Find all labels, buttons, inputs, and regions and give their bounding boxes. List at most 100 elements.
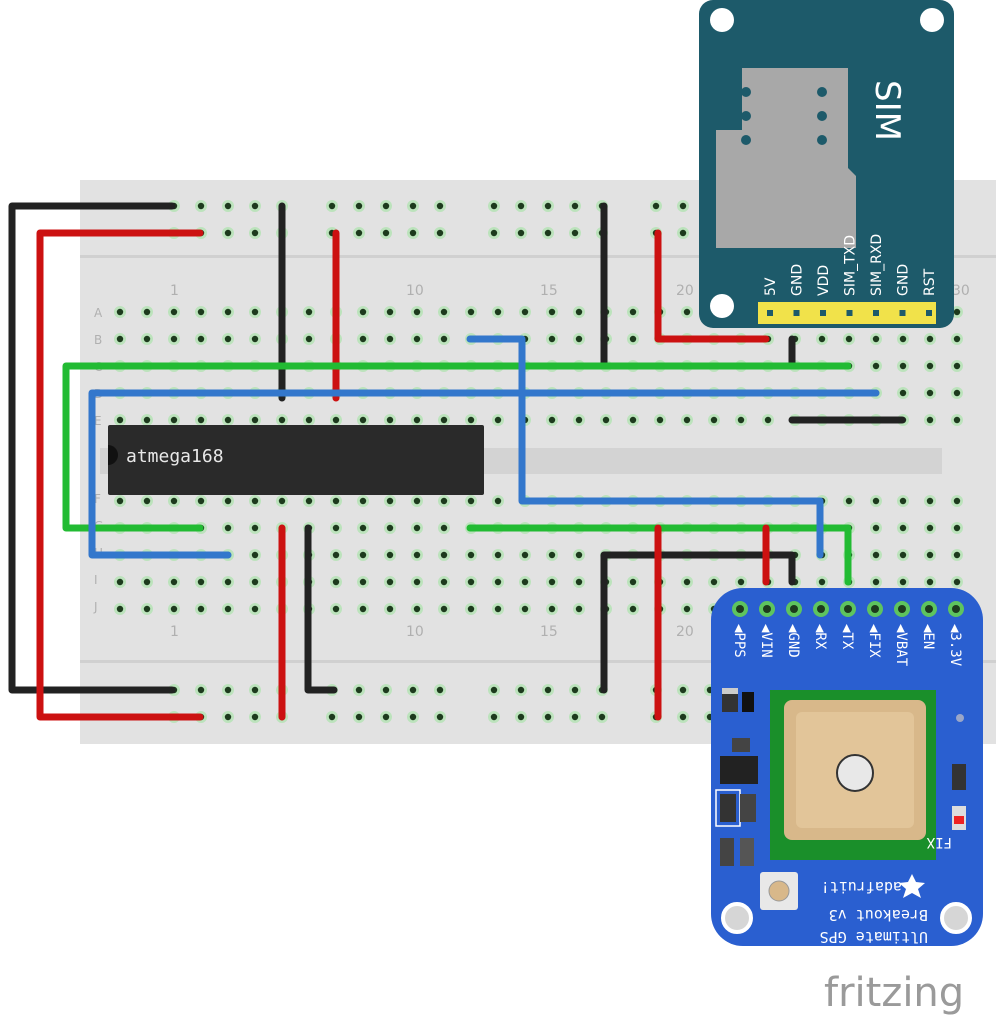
breadboard-hole[interactable] (438, 414, 450, 426)
wire-green-gps-tx[interactable] (466, 524, 852, 586)
breadboard-hole[interactable] (141, 603, 153, 615)
breadboard-hole[interactable] (407, 711, 419, 723)
wire-blue-sim-rxd[interactable] (88, 389, 880, 559)
breadboard-hole[interactable] (407, 684, 419, 696)
breadboard-hole[interactable] (411, 495, 423, 507)
breadboard-hole[interactable] (924, 522, 936, 534)
breadboard-hole[interactable] (569, 684, 581, 696)
breadboard-hole[interactable] (357, 603, 369, 615)
breadboard-hole[interactable] (870, 576, 882, 588)
breadboard-hole[interactable] (384, 414, 396, 426)
breadboard-hole[interactable] (411, 414, 423, 426)
breadboard-hole[interactable] (303, 333, 315, 345)
breadboard-hole[interactable] (141, 333, 153, 345)
breadboard-hole[interactable] (326, 711, 338, 723)
breadboard-hole[interactable] (569, 711, 581, 723)
breadboard-hole[interactable] (951, 495, 963, 507)
breadboard-hole[interactable] (708, 414, 720, 426)
breadboard-hole[interactable] (276, 414, 288, 426)
breadboard-hole[interactable] (546, 333, 558, 345)
breadboard-hole[interactable] (519, 306, 531, 318)
breadboard-hole[interactable] (168, 306, 180, 318)
breadboard-hole[interactable] (434, 684, 446, 696)
breadboard-hole[interactable] (353, 227, 365, 239)
breadboard-hole[interactable] (384, 603, 396, 615)
breadboard-hole[interactable] (677, 711, 689, 723)
breadboard-hole[interactable] (924, 549, 936, 561)
breadboard-hole[interactable] (249, 495, 261, 507)
breadboard-hole[interactable] (519, 603, 531, 615)
breadboard-hole[interactable] (542, 684, 554, 696)
breadboard-hole[interactable] (897, 360, 909, 372)
gps-module[interactable]: ◀PPS◀VIN◀GND◀RX◀TX◀FIX◀VBAT◀EN◀3.3V FIX … (711, 588, 983, 946)
breadboard-hole[interactable] (897, 495, 909, 507)
breadboard-hole[interactable] (924, 360, 936, 372)
breadboard-hole[interactable] (897, 576, 909, 588)
breadboard-hole[interactable] (222, 711, 234, 723)
breadboard-hole[interactable] (222, 227, 234, 239)
breadboard-hole[interactable] (681, 414, 693, 426)
breadboard-hole[interactable] (249, 200, 261, 212)
breadboard-hole[interactable] (515, 684, 527, 696)
breadboard-hole[interactable] (434, 711, 446, 723)
wire-red-power-loop[interactable] (36, 229, 204, 721)
breadboard-hole[interactable] (411, 306, 423, 318)
breadboard-hole[interactable] (843, 333, 855, 345)
breadboard-hole[interactable] (465, 603, 477, 615)
breadboard-hole[interactable] (573, 576, 585, 588)
breadboard-hole[interactable] (897, 549, 909, 561)
breadboard-hole[interactable] (276, 495, 288, 507)
breadboard-hole[interactable] (677, 227, 689, 239)
breadboard-hole[interactable] (573, 603, 585, 615)
breadboard-hole[interactable] (762, 414, 774, 426)
breadboard-hole[interactable] (546, 576, 558, 588)
breadboard-hole[interactable] (249, 549, 261, 561)
breadboard-hole[interactable] (708, 576, 720, 588)
breadboard-hole[interactable] (303, 414, 315, 426)
breadboard-hole[interactable] (411, 549, 423, 561)
breadboard-hole[interactable] (573, 414, 585, 426)
breadboard-hole[interactable] (357, 549, 369, 561)
breadboard-hole[interactable] (492, 414, 504, 426)
breadboard-hole[interactable] (681, 576, 693, 588)
breadboard-hole[interactable] (141, 306, 153, 318)
breadboard-hole[interactable] (303, 306, 315, 318)
breadboard-hole[interactable] (357, 414, 369, 426)
breadboard-hole[interactable] (141, 414, 153, 426)
breadboard-hole[interactable] (168, 603, 180, 615)
breadboard-hole[interactable] (195, 603, 207, 615)
breadboard-hole[interactable] (438, 522, 450, 534)
breadboard-hole[interactable] (492, 495, 504, 507)
wire-red-sim-5v[interactable] (654, 229, 770, 343)
breadboard-hole[interactable] (681, 306, 693, 318)
breadboard-hole[interactable] (353, 711, 365, 723)
breadboard-hole[interactable] (924, 576, 936, 588)
breadboard-hole[interactable] (380, 200, 392, 212)
breadboard-hole[interactable] (384, 333, 396, 345)
breadboard-hole[interactable] (438, 495, 450, 507)
breadboard-hole[interactable] (434, 227, 446, 239)
breadboard-hole[interactable] (168, 495, 180, 507)
breadboard-hole[interactable] (249, 227, 261, 239)
gps-pin-pad[interactable] (894, 601, 910, 617)
breadboard-hole[interactable] (542, 227, 554, 239)
breadboard-hole[interactable] (411, 333, 423, 345)
breadboard-hole[interactable] (434, 200, 446, 212)
breadboard-hole[interactable] (519, 549, 531, 561)
breadboard-hole[interactable] (735, 576, 747, 588)
breadboard-hole[interactable] (897, 522, 909, 534)
breadboard-hole[interactable] (114, 576, 126, 588)
gps-pin-pad[interactable] (786, 601, 802, 617)
breadboard-hole[interactable] (654, 414, 666, 426)
breadboard-hole[interactable] (438, 603, 450, 615)
gps-pin-pad[interactable] (759, 601, 775, 617)
breadboard-hole[interactable] (600, 414, 612, 426)
breadboard-hole[interactable] (326, 200, 338, 212)
breadboard-hole[interactable] (168, 576, 180, 588)
breadboard-hole[interactable] (114, 495, 126, 507)
breadboard-hole[interactable] (330, 414, 342, 426)
breadboard-hole[interactable] (492, 576, 504, 588)
breadboard-hole[interactable] (249, 576, 261, 588)
breadboard-hole[interactable] (924, 495, 936, 507)
